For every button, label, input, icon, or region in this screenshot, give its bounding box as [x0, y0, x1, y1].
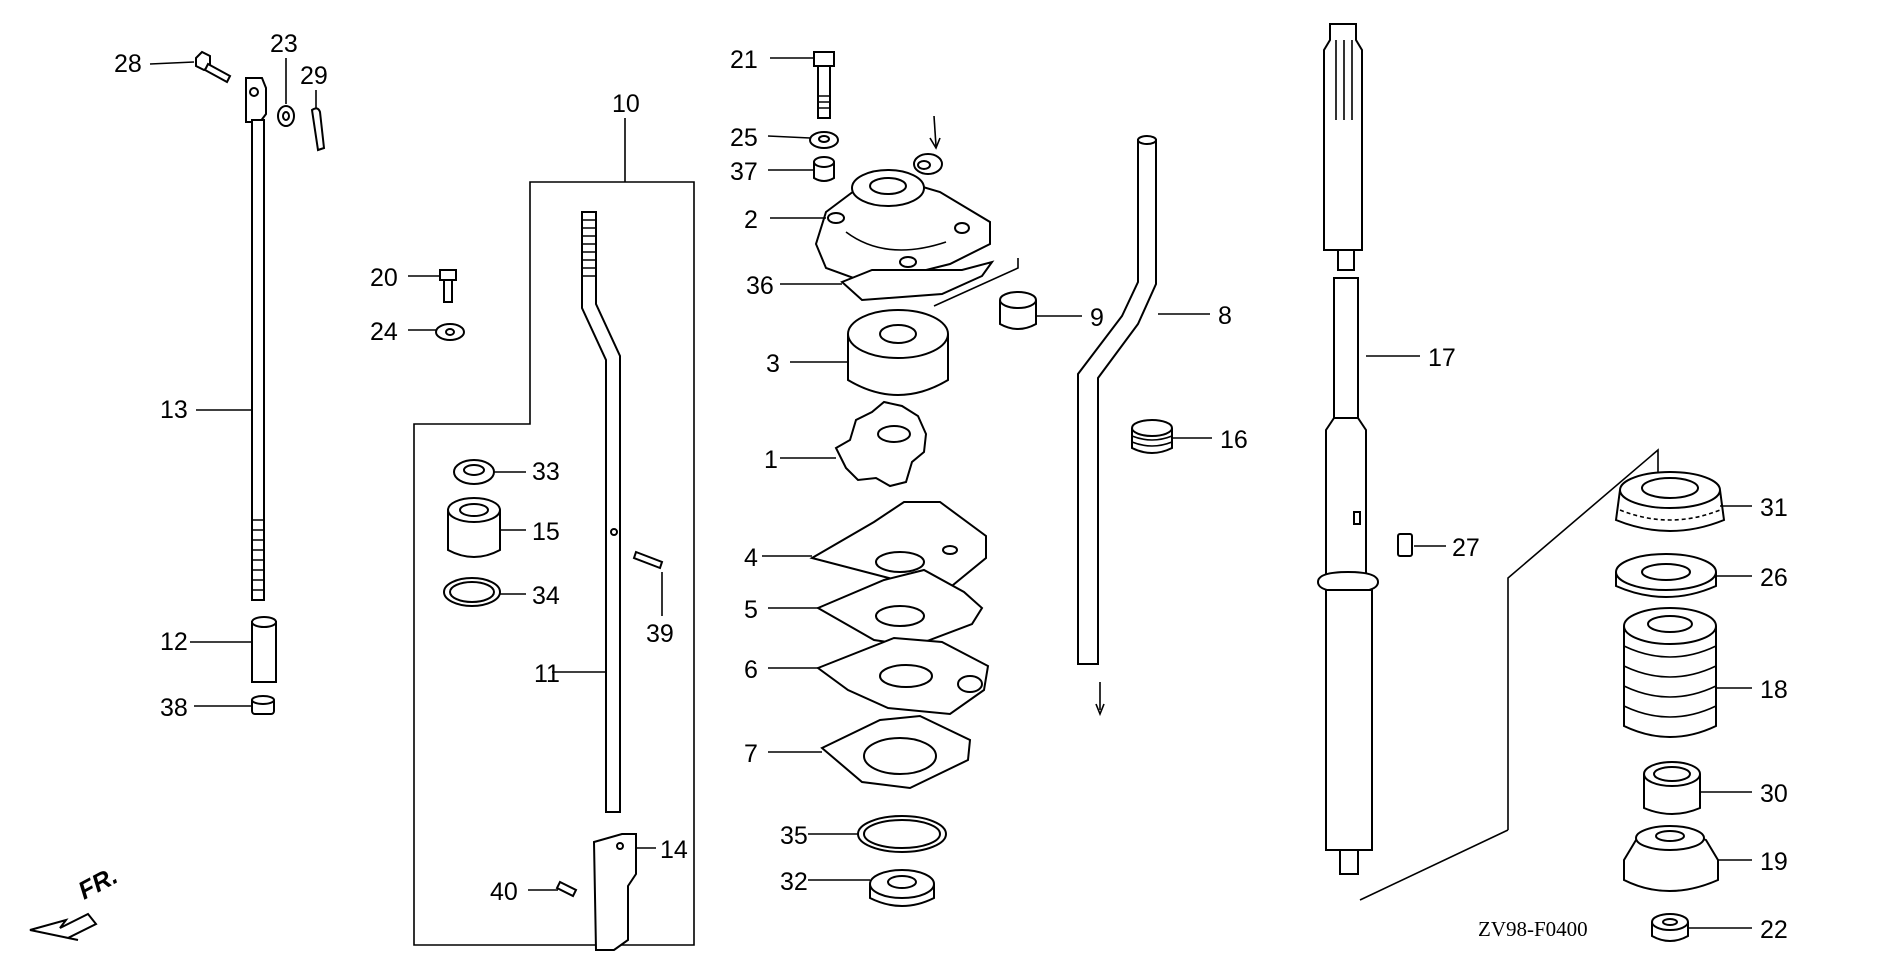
callout-11: 11 — [534, 660, 560, 688]
part-4-plate — [762, 501, 987, 596]
callout-26: 26 — [1760, 564, 1788, 592]
callout-12: 12 — [160, 628, 188, 656]
part-32-seal — [808, 869, 935, 907]
part-28-bolt — [149, 50, 232, 84]
callout-14: 14 — [660, 836, 688, 864]
part-35-oring — [808, 815, 947, 853]
callout-34: 34 — [532, 582, 560, 610]
part-25-washer — [767, 131, 839, 149]
part-8-water-tube — [1077, 135, 1210, 717]
part-38-nut — [194, 695, 275, 715]
part-15-grommet — [447, 497, 526, 558]
callout-28: 28 — [114, 50, 142, 78]
part-39-pin — [632, 550, 664, 616]
part-11-shift-rod — [552, 211, 621, 813]
callout-3: 3 — [766, 350, 780, 378]
part-1-impeller — [780, 400, 928, 488]
part-21-bolt — [770, 51, 835, 119]
callout-13: 13 — [160, 396, 188, 424]
part-37-collar — [768, 156, 835, 182]
callout-20: 20 — [370, 264, 398, 292]
callout-30: 30 — [1760, 780, 1788, 808]
callout-24: 24 — [370, 318, 398, 346]
callout-1: 1 — [764, 446, 778, 474]
callout-4: 4 — [744, 544, 758, 572]
part-23-washer — [277, 58, 295, 127]
front-marker-text: FR. — [74, 862, 123, 906]
part-3-liner — [790, 309, 949, 396]
part-19-pinion-gear — [1623, 825, 1752, 892]
callout-29: 29 — [300, 62, 328, 90]
part-27-key — [1397, 533, 1446, 557]
part-33-seal — [453, 459, 526, 485]
callout-10: 10 — [612, 90, 640, 118]
callout-22: 22 — [1760, 916, 1788, 944]
callout-labels: 28 23 29 13 12 38 20 24 10 33 15 34 39 1… — [114, 30, 1788, 944]
callout-25: 25 — [730, 124, 758, 152]
part-24-washer — [408, 323, 465, 341]
callout-6: 6 — [744, 656, 758, 684]
callout-7: 7 — [744, 740, 758, 768]
part-29-pin — [310, 90, 326, 152]
callout-33: 33 — [532, 458, 560, 486]
callout-40: 40 — [490, 878, 518, 906]
part-40-pin — [528, 880, 578, 898]
callout-39: 39 — [646, 620, 674, 648]
part-12-coupler — [190, 616, 277, 683]
callout-5: 5 — [744, 596, 758, 624]
callout-27: 27 — [1452, 534, 1480, 562]
callout-15: 15 — [532, 518, 560, 546]
front-direction-arrow: FR. — [29, 862, 123, 941]
callout-18: 18 — [1760, 676, 1788, 704]
callout-32: 32 — [780, 868, 808, 896]
callout-2: 2 — [744, 206, 758, 234]
part-17-vertical-shaft — [1316, 23, 1420, 875]
callout-35: 35 — [780, 822, 808, 850]
part-31-bearing — [1614, 471, 1752, 532]
callout-36: 36 — [746, 272, 774, 300]
callout-19: 19 — [1760, 848, 1788, 876]
part-30-needle-bearing — [1643, 761, 1752, 815]
callout-38: 38 — [160, 694, 188, 722]
callout-8: 8 — [1218, 302, 1232, 330]
diagram-code: ZV98-F0400 — [1478, 917, 1588, 941]
part-7-gasket — [768, 714, 972, 790]
part-18-clutch — [1623, 607, 1752, 738]
part-13-rod — [196, 77, 267, 601]
part-16-grommet — [1131, 419, 1212, 454]
group-gear-bracket — [1359, 448, 1659, 901]
part-34-oring — [443, 577, 526, 607]
part-2-pump-housing — [770, 115, 991, 286]
group-10-bracket — [413, 181, 695, 946]
part-20-bolt — [408, 269, 457, 303]
callout-17: 17 — [1428, 344, 1456, 372]
part-36-gasket — [780, 258, 1019, 307]
callout-9: 9 — [1090, 304, 1104, 332]
part-26-washer — [1615, 553, 1752, 598]
callout-16: 16 — [1220, 426, 1248, 454]
callout-21: 21 — [730, 46, 758, 74]
callout-37: 37 — [730, 158, 758, 186]
part-9-sleeve — [999, 291, 1082, 330]
part-6-plate — [768, 636, 990, 716]
part-14-bracket — [592, 833, 656, 951]
part-22-nut — [1651, 913, 1752, 942]
callout-23: 23 — [270, 30, 298, 58]
callout-31: 31 — [1760, 494, 1788, 522]
